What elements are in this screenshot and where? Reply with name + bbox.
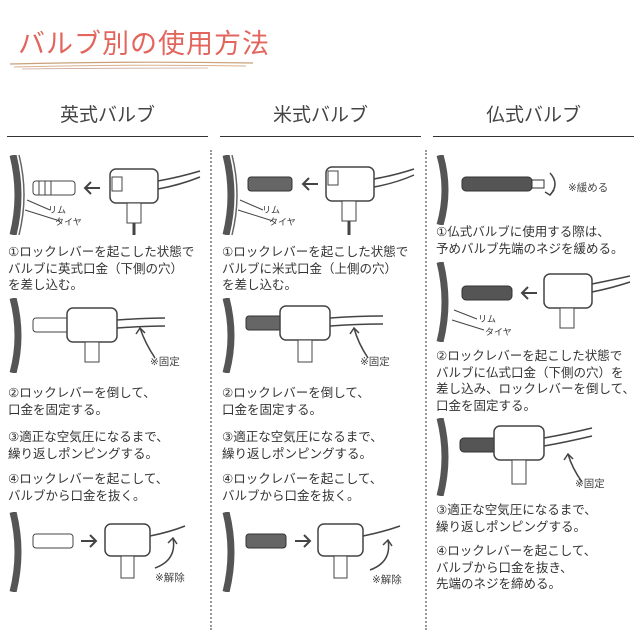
step-line: バルブに米式口金（上側の穴） [222,260,398,276]
column-heading: 英式バルブ [59,104,155,126]
step-1: ①ロックレバーを起こした状態で バルブに英式口金（下側の穴） を差し込む。 [8,244,208,294]
pump-head-lock-illustration [222,298,384,373]
step-3: ③適正な空気圧になるまで、 繰り返しポンピングする。 [222,429,422,462]
pump-head-lock-illustration [9,298,166,373]
step-line: バルブから口金を抜く。 [8,487,146,503]
divider [433,136,634,137]
step-2: ②ロックレバーを倒して、 口金を固定する。 [8,385,208,418]
step-line: ④ロックレバーを起こして、 [436,543,597,558]
step-line: ①仏式バルブに使用する際は、 [436,224,610,239]
step-3: ③適正な空気圧になるまで、 繰り返しポンピングする。 [8,429,208,462]
column-heading: 米式バルブ [272,104,368,126]
column-heading: 仏式バルブ [485,104,581,126]
step-line: 差し込み、ロックレバーを倒して、 [436,381,636,396]
rim-label: リム [48,206,67,216]
step-line: を差し込む。 [8,277,84,292]
tire-label: タイヤ [55,218,82,228]
pump-head-insert-illustration [222,155,415,235]
step-line: ③適正な空気圧になるまで、 [222,429,383,444]
step-line: バルブに仏式口金（下側の穴）を [436,364,624,380]
step-3: ③適正な空気圧になるまで、 繰り返しポンピングする。 [436,502,636,535]
step-line: ①ロックレバーを起こした状態で [222,244,409,259]
step-line: ①ロックレバーを起こした状態で [8,244,195,259]
step-line: 口金を固定する。 [222,401,323,417]
pump-head-insert-illustration [9,155,201,235]
step-4: ④ロックレバーを起こして、 バルブから口金を抜く。 [222,471,422,504]
step-line: バルブから口金を抜く。 [222,487,360,503]
step-line: ②ロックレバーを倒して、 [222,385,370,400]
step-line: ③適正な空気圧になるまで、 [8,429,169,444]
release-note: ※解除 [155,572,185,584]
column-separator [210,150,212,630]
step-4: ④ロックレバーを起こして、 バルブから口金を抜く。 [8,471,208,504]
tire-label: タイヤ [485,328,512,338]
divider [220,136,421,137]
pump-head-release-illustration [222,512,401,592]
step-line: ②ロックレバーを起こした状態で [436,348,623,363]
valve-loosen-illustration [436,155,556,225]
step-line: ③適正な空気圧になるまで、 [436,502,597,517]
step-line: 口金を固定する。 [436,397,537,413]
pump-head-release-illustration [9,512,186,592]
step-line: ④ロックレバーを起こして、 [8,471,169,486]
step-line: 繰り返しポンピングする。 [222,445,373,461]
tire-label: タイヤ [269,218,296,228]
step-1: ①仏式バルブに使用する際は、 予めバルブ先端のネジを緩める。 [436,224,636,257]
step-2: ②ロックレバーを起こした状態で バルブに仏式口金（下側の穴）を 差し込み、ロック… [436,348,636,414]
step-line: バルブから口金を抜き、 [436,559,573,575]
pump-head-lock-illustration [436,418,593,496]
fixed-note: ※固定 [575,478,605,490]
step-line: 繰り返しポンピングする。 [436,518,587,534]
column-french: 仏式バルブ [431,100,636,137]
step-line: を差し込む。 [222,277,298,292]
column-american: 米式バルブ [218,100,423,137]
step-2: ②ロックレバーを倒して、 口金を固定する。 [222,385,422,418]
column-separator [425,150,427,630]
divider [7,136,208,137]
step-1: ①ロックレバーを起こした状態で バルブに米式口金（上側の穴） を差し込む。 [222,244,422,294]
step-line: 先端のネジを締める。 [436,576,562,591]
step-line: ④ロックレバーを起こして、 [222,471,383,486]
page-title: バルブ別の使用方法 [18,29,270,60]
step-line: 口金を固定する。 [8,401,109,417]
step-line: 予めバルブ先端のネジを緩める。 [436,240,624,256]
title-underline [9,61,254,70]
rim-label: リム [262,206,281,216]
step-line: バルブに英式口金（下側の穴） [8,260,184,276]
pump-head-insert-illustration [436,262,631,342]
column-english: 英式バルブ [5,100,210,137]
step-line: 繰り返しポンピングする。 [8,445,159,461]
loosen-note: ※緩める [568,182,609,194]
step-line: ②ロックレバーを倒して、 [8,385,156,400]
rim-label: リム [478,315,497,325]
step-4: ④ロックレバーを起こして、 バルブから口金を抜き、 先端のネジを締める。 [436,543,636,593]
fixed-note: ※固定 [360,356,390,368]
release-note: ※解除 [372,574,402,586]
fixed-note: ※固定 [150,356,180,368]
